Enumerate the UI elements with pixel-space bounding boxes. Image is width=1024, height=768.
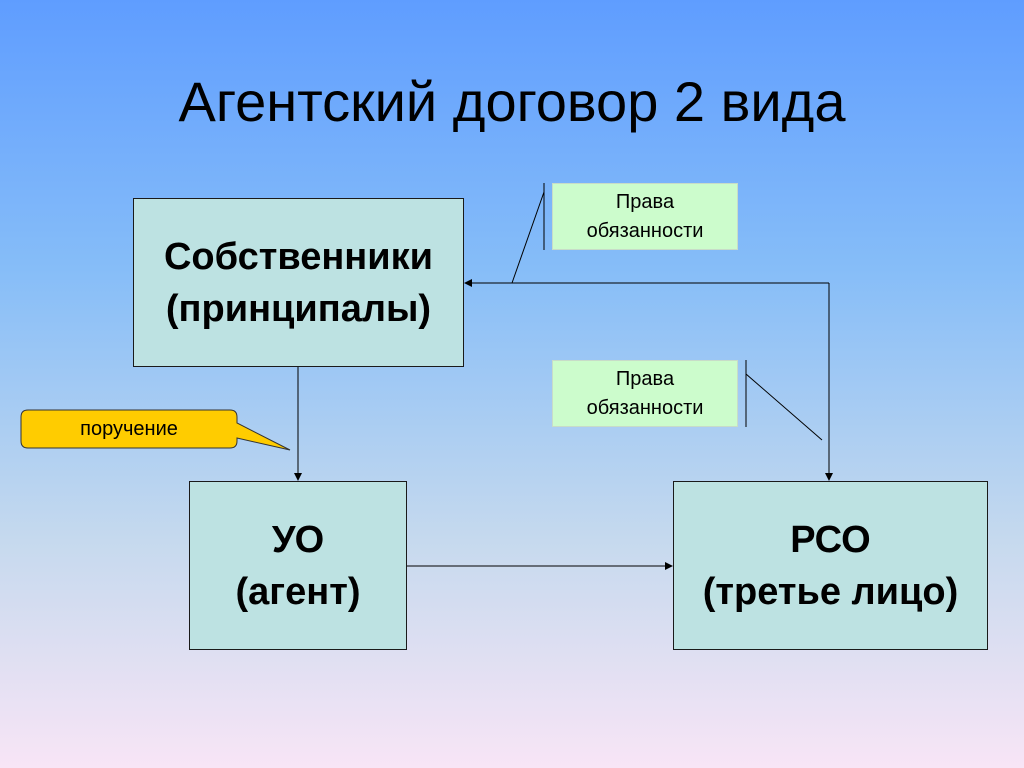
uo-box-line2: (агент)	[235, 570, 361, 613]
uo-box: УО (агент)	[189, 481, 407, 650]
owners-box: Собственники (принципалы)	[133, 198, 464, 367]
note-top-leader	[511, 191, 545, 284]
owners-box-line2: (принципалы)	[165, 287, 432, 330]
callout-porucheniye: поручение	[80, 417, 178, 440]
callout-shape	[20, 409, 291, 451]
note-top-line1: Права	[615, 190, 675, 213]
owners-box-line1: Собственники	[163, 235, 433, 278]
rso-box: РСО (третье лицо)	[673, 481, 988, 650]
rights-obligations-note-top: Права обязанности	[552, 183, 738, 250]
note-mid-line2: обязанности	[586, 396, 704, 419]
note-top-line2: обязанности	[586, 219, 704, 242]
rso-box-line1: РСО	[790, 518, 871, 561]
slide-title: Агентский договор 2 вида	[178, 70, 846, 133]
uo-box-line1: УО	[271, 518, 325, 561]
note-mid-leader	[745, 373, 823, 441]
note-mid-line1: Права	[615, 367, 675, 390]
rso-box-line2: (третье лицо)	[702, 570, 959, 613]
rights-obligations-note-mid: Права обязанности	[552, 360, 738, 427]
